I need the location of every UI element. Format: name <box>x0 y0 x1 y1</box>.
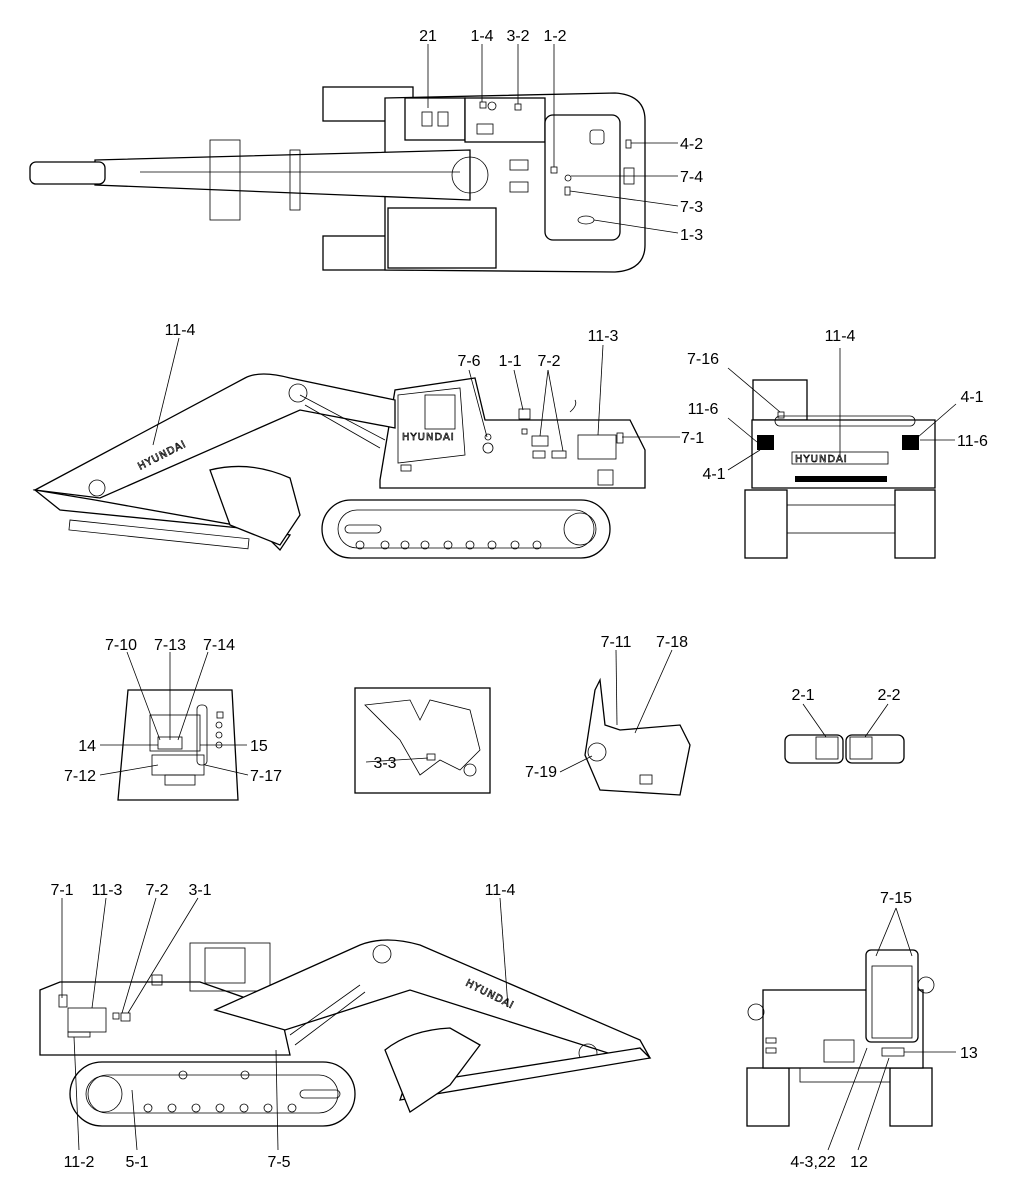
decal-pair-view <box>784 703 905 764</box>
callout-label: 7-18 <box>656 634 688 651</box>
callout-label: 7-3 <box>680 199 703 216</box>
callout-label: 7-12 <box>64 768 96 785</box>
cab-interior-view <box>99 651 249 801</box>
callout-label: 11-4 <box>485 882 516 899</box>
side-view: HYUNDAI HYUNDAI <box>32 337 680 559</box>
callout-label: 3-1 <box>188 882 211 899</box>
callout-label: 5-1 <box>125 1154 148 1171</box>
callout-label: 4-2 <box>680 136 703 153</box>
rear-view-labels: 7-16 11-4 11-6 4-1 4-1 11-6 <box>687 328 988 483</box>
rear-view: HYUNDAI <box>727 348 957 559</box>
callout-label: 4-1 <box>702 466 725 483</box>
callout-label: 11-6 <box>957 433 988 450</box>
mount-detail-view <box>354 687 491 794</box>
callout-label: 7-17 <box>250 768 282 785</box>
brand-rear: HYUNDAI <box>795 454 848 465</box>
back-view <box>746 907 956 1151</box>
callout-label: 7-1 <box>681 430 704 447</box>
callout-label: 21 <box>419 28 437 45</box>
callout-label: 7-4 <box>680 169 703 186</box>
callout-label: 7-6 <box>457 353 480 370</box>
top-view-labels: 21 1-4 3-2 1-2 4-2 7-4 7-3 1-3 <box>419 28 703 244</box>
decal-pair-labels: 2-1 2-2 <box>791 687 900 704</box>
callout-label: 7-19 <box>525 764 557 781</box>
bottom-side-labels: 7-1 11-3 7-2 3-1 11-4 11-2 5-1 7-5 <box>50 882 515 1171</box>
back-view-labels: 7-15 13 4-3,22 12 <box>790 890 978 1171</box>
callout-label: 3-2 <box>506 28 529 45</box>
callout-label: 1-4 <box>470 28 493 45</box>
top-view <box>29 44 679 273</box>
callout-label: 1-1 <box>498 353 521 370</box>
callout-label: 4-3,22 <box>790 1154 835 1171</box>
callout-label: 12 <box>850 1154 868 1171</box>
brand-cab-side: HYUNDAI <box>402 432 455 443</box>
callout-label: 7-14 <box>203 637 235 654</box>
callout-label: 2-1 <box>791 687 814 704</box>
joystick-labels: 7-11 7-18 7-19 <box>525 634 688 781</box>
joystick-view <box>559 649 691 796</box>
callout-label: 11-6 <box>688 401 719 418</box>
callout-label: 7-10 <box>105 637 137 654</box>
cab-interior-labels: 7-10 7-13 7-14 14 15 7-12 7-17 <box>64 637 282 785</box>
callout-label: 4-1 <box>960 389 983 406</box>
callout-label: 7-2 <box>537 353 560 370</box>
callout-label: 13 <box>960 1045 978 1062</box>
callout-label: 7-1 <box>50 882 73 899</box>
callout-label: 3-3 <box>373 755 396 772</box>
side-view-labels: 11-4 7-6 1-1 7-2 11-3 7-1 <box>165 322 705 447</box>
callout-label: 15 <box>250 738 268 755</box>
callout-label: 1-3 <box>680 227 703 244</box>
callout-label: 7-15 <box>880 890 912 907</box>
callout-label: 7-2 <box>145 882 168 899</box>
callout-label: 14 <box>78 738 96 755</box>
bottom-side-view: HYUNDAI <box>39 897 652 1151</box>
callout-label: 11-3 <box>588 328 619 345</box>
callout-label: 7-13 <box>154 637 186 654</box>
callout-label: 1-2 <box>543 28 566 45</box>
callout-label: 11-2 <box>64 1154 95 1171</box>
callout-label: 7-11 <box>601 634 632 651</box>
callout-label: 11-3 <box>92 882 123 899</box>
callout-label: 2-2 <box>877 687 900 704</box>
callout-label: 11-4 <box>165 322 196 339</box>
callout-label: 11-4 <box>825 328 856 345</box>
callout-label: 7-5 <box>267 1154 290 1171</box>
callout-label: 7-16 <box>687 351 719 368</box>
